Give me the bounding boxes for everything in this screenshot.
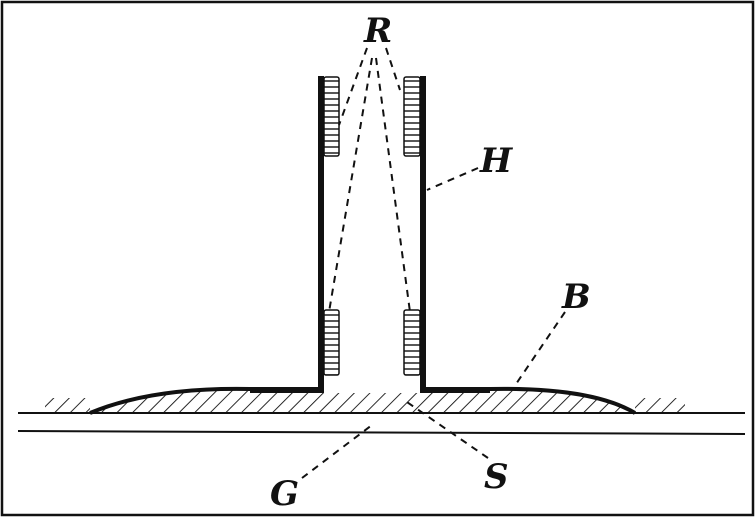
leader-b <box>515 311 566 385</box>
label-s: S <box>484 457 509 497</box>
base-flange-right <box>423 386 637 415</box>
leader-r-left-bottom <box>328 57 373 313</box>
ground-line-bottom <box>17 430 746 435</box>
flange-plate-right <box>424 389 490 393</box>
leader-s <box>403 399 489 459</box>
tube-wall-left <box>318 76 324 393</box>
hatched-ground-left <box>45 398 90 413</box>
label-r: R <box>363 11 392 51</box>
coil-left-bottom <box>323 309 340 376</box>
flange-plate-left <box>250 389 320 393</box>
leader-r-right-top <box>385 47 401 91</box>
leader-h <box>426 167 479 191</box>
leader-r-left-top <box>338 47 368 126</box>
hatched-base-s <box>90 388 635 413</box>
hatched-ground-right <box>635 398 685 413</box>
label-g: G <box>270 474 299 514</box>
base-flange-left <box>89 386 321 415</box>
coil-right-top <box>403 76 421 157</box>
coil-left-top <box>323 76 340 157</box>
label-h: H <box>479 141 514 181</box>
tube-wall-right <box>420 76 426 393</box>
label-b: B <box>561 277 591 317</box>
leader-g <box>301 424 373 479</box>
leader-r-right-bottom <box>375 57 411 313</box>
coil-right-bottom <box>403 309 421 376</box>
